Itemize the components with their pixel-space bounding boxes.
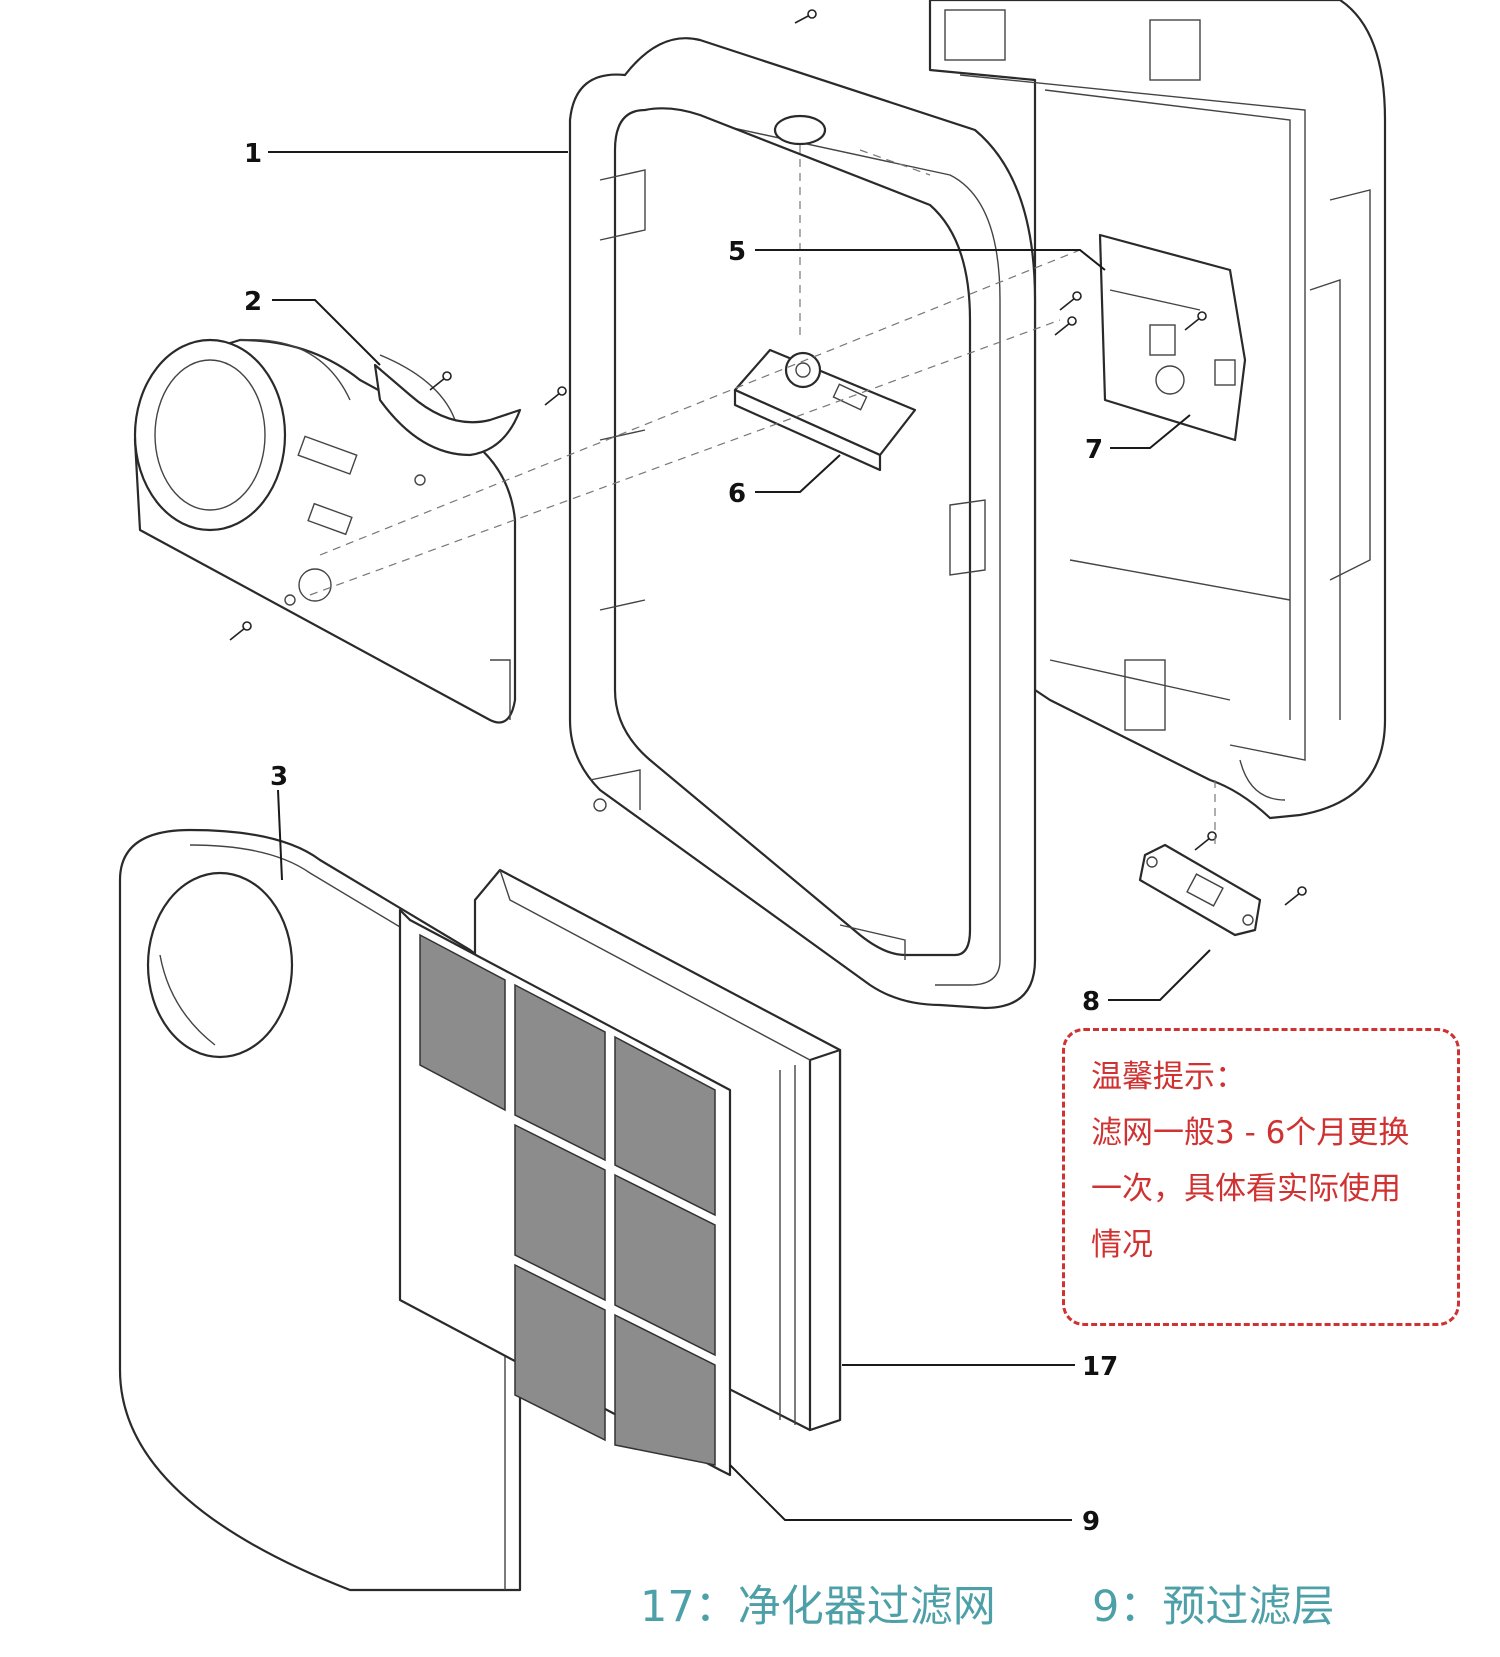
callout-5: 5	[728, 237, 746, 267]
callout-labels: 1 2 3 5 6 7 8 9 17	[244, 139, 1118, 1537]
tip-line-2: 一次，具体看实际使用	[1091, 1171, 1401, 1207]
callout-6: 6	[728, 479, 746, 509]
tip-line-3: 情况	[1091, 1227, 1153, 1263]
callout-3: 3	[270, 762, 288, 792]
callout-2: 2	[244, 287, 262, 317]
tip-title: 温馨提示：	[1091, 1059, 1246, 1095]
control-module	[733, 348, 917, 472]
pre-filter	[398, 908, 732, 1477]
fan-housing	[133, 338, 517, 724]
front-frame	[568, 37, 1037, 1010]
tip-line-1: 滤网一般3 - 6个月更换	[1091, 1115, 1410, 1151]
pcb-board	[1098, 233, 1247, 442]
assembly-lines	[309, 149, 1216, 850]
tip-box: 温馨提示： 滤网一般3 - 6个月更换 一次，具体看实际使用 情况	[1062, 1028, 1460, 1326]
callout-1: 1	[244, 139, 262, 169]
screws	[229, 9, 1307, 906]
bottom-clip	[1138, 843, 1262, 937]
caption-filter: 17：净化器过滤网	[640, 1582, 996, 1632]
caption-prefilter: 9：预过滤层	[1092, 1582, 1335, 1632]
leader-lines	[268, 151, 1211, 1521]
callout-17: 17	[1082, 1352, 1118, 1382]
callout-9: 9	[1082, 1507, 1100, 1537]
fan-bracket	[373, 363, 522, 457]
callout-8: 8	[1082, 987, 1100, 1017]
callout-7: 7	[1085, 435, 1103, 465]
